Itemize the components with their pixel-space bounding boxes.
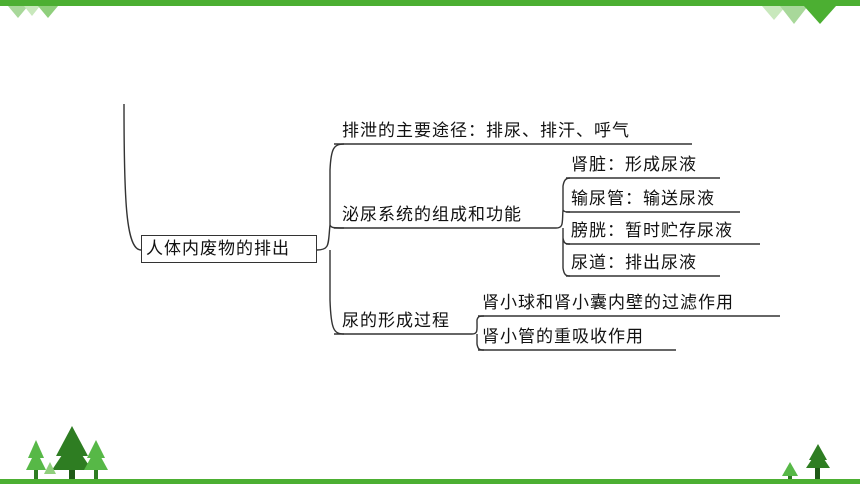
bottom-green-bar — [0, 479, 860, 484]
top-green-bar — [0, 0, 860, 6]
formation-child-glomerulus: 肾小球和肾小囊内壁的过滤作用 — [482, 293, 734, 313]
root-branch-brace — [316, 143, 345, 335]
root-node-label: 人体内废物的排出 — [146, 239, 290, 259]
bottom-left-trees-icon — [26, 426, 108, 479]
branch-excretion-label: 排泄的主要途径：排尿、排汗、呼气 — [342, 121, 630, 141]
bottom-right-trees-icon — [782, 444, 830, 479]
root-node-box — [141, 235, 317, 263]
urinary-child-urethra: 尿道：排出尿液 — [571, 253, 697, 273]
top-right-triangles-icon — [762, 6, 836, 24]
top-left-triangles-icon — [8, 6, 58, 18]
urinary-child-ureter: 输尿管：输送尿液 — [571, 189, 715, 209]
urinary-child-kidney: 肾脏：形成尿液 — [571, 155, 697, 175]
urinary-brace — [555, 177, 571, 277]
formation-child-tubule: 肾小管的重吸收作用 — [482, 327, 644, 347]
branch-urinary-label: 泌尿系统的组成和功能 — [342, 205, 522, 225]
root-lead-line — [123, 103, 142, 251]
urinary-child-bladder: 膀胱：暂时贮存尿液 — [571, 221, 733, 241]
branch-formation-label: 尿的形成过程 — [342, 311, 450, 331]
